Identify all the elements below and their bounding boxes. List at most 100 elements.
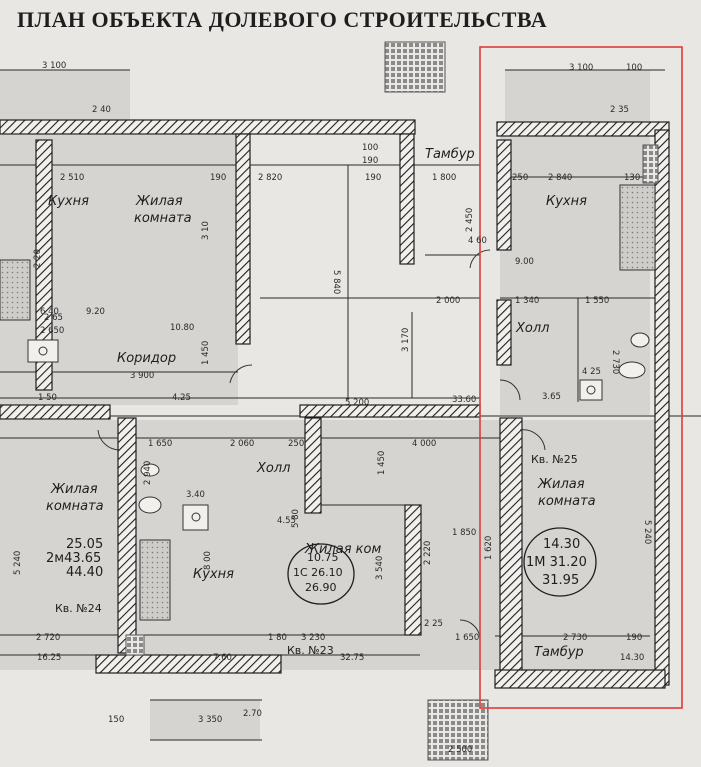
dim-14: 130 bbox=[624, 173, 640, 183]
apt24-area-b: 2м43.65 bbox=[46, 551, 101, 566]
dim-42: 1 620 bbox=[484, 536, 494, 560]
room-living-left-line2: комната bbox=[46, 499, 104, 514]
dim-17: 9.00 bbox=[515, 257, 534, 267]
dim-8: 100 bbox=[362, 143, 378, 153]
dim-65: 1 50 bbox=[38, 393, 57, 403]
fixtures bbox=[0, 184, 656, 621]
door-arcs bbox=[97, 249, 546, 641]
room-labels: Кухня Жилая комната Коридор Тамбур Кухня… bbox=[46, 147, 596, 660]
dim-61: 2 450 bbox=[465, 208, 475, 232]
room-corridor: Коридор bbox=[117, 351, 176, 366]
dim-49: 2 720 bbox=[36, 633, 60, 643]
page-title: ПЛАН ОБЪЕКТА ДОЛЕВОГО СТРОИТЕЛЬСТВА bbox=[17, 7, 547, 33]
dim-68: 9.20 bbox=[86, 307, 105, 317]
apt25-area-b: 1М 31.20 bbox=[526, 555, 587, 570]
thin-lines bbox=[0, 69, 701, 741]
dim-3: 2 510 bbox=[60, 173, 84, 183]
dim-58: 5 240 bbox=[13, 551, 23, 575]
apt23-area-b: 1С 26.10 bbox=[293, 566, 343, 579]
dim-56: 2 500 bbox=[448, 745, 472, 755]
apartment-23: 10.75 1С 26.10 26.90 Кв. №23 bbox=[287, 543, 355, 657]
apt24-label: Кв. №24 bbox=[55, 602, 102, 615]
dim-27: 5 200 bbox=[345, 398, 369, 408]
dim-15: 250 bbox=[512, 173, 528, 183]
room-living-mid: Жилая ком bbox=[304, 542, 381, 557]
dim-13: 2 840 bbox=[548, 173, 572, 183]
dim-2: 2 40 bbox=[92, 105, 111, 115]
dim-18: 1 340 bbox=[515, 296, 539, 306]
dim-6: 190 bbox=[365, 173, 381, 183]
apartment-24: 25.05 2м43.65 44.40 Кв. №24 bbox=[46, 537, 103, 615]
dim-47: 190 bbox=[626, 633, 642, 643]
dim-39: 5 80 bbox=[291, 509, 301, 528]
dim-1: 3 100 bbox=[42, 61, 66, 71]
dim-12: 2 35 bbox=[610, 105, 629, 115]
dim-11: 100 bbox=[626, 63, 642, 73]
apt24-area-c: 44.40 bbox=[66, 565, 103, 580]
dim-43: 3 540 bbox=[375, 556, 385, 580]
dim-69: 1 80 bbox=[268, 633, 287, 643]
walls bbox=[0, 119, 670, 689]
dim-55: 2.70 bbox=[243, 709, 262, 719]
dim-37: 3.40 bbox=[186, 490, 205, 500]
dim-46: 2 730 bbox=[563, 633, 587, 643]
dim-35: 4 000 bbox=[412, 439, 436, 449]
apt25-label: Кв. №25 bbox=[531, 453, 578, 466]
dim-5: 2 820 bbox=[258, 173, 282, 183]
apartment-25: Кв. №25 14.30 1М 31.20 31.95 bbox=[523, 453, 597, 597]
title-text: ПЛАН ОБЪЕКТА ДОЛЕВОГО СТРОИТЕЛЬСТВА bbox=[17, 7, 548, 32]
dim-38: 4.55 bbox=[277, 516, 296, 526]
room-hall-mid: Холл bbox=[256, 461, 290, 476]
dim-50: 16.25 bbox=[37, 653, 61, 663]
dim-30: 1 450 bbox=[201, 341, 211, 365]
apt25-area-c: 31.95 bbox=[542, 573, 579, 588]
apt24-area-a: 25.05 bbox=[66, 537, 103, 552]
dim-60: 8 00 bbox=[203, 551, 213, 570]
dim-22: 3 170 bbox=[401, 328, 411, 352]
dim-10: 3 100 bbox=[569, 63, 593, 73]
dim-36: 1 450 bbox=[377, 451, 387, 475]
room-living-top-left-line2: комната bbox=[134, 211, 192, 226]
dim-48: 3 230 bbox=[301, 633, 325, 643]
dim-57: 150 bbox=[108, 715, 124, 725]
dimension-labels: 3 100 2 40 2 510 2 820 190 190 1 800 100… bbox=[13, 61, 652, 755]
apt25-area-a: 14.30 bbox=[543, 537, 580, 552]
room-kitchen-mid: Кухня bbox=[193, 567, 234, 582]
dim-64: 2 940 bbox=[143, 461, 153, 485]
dim-70: 2 20 bbox=[33, 249, 43, 268]
sanitary bbox=[27, 332, 650, 531]
room-living-left-line1: Жилая bbox=[50, 482, 98, 497]
dim-45: 1 650 bbox=[455, 633, 479, 643]
dim-9: 190 bbox=[362, 156, 378, 166]
dim-44: 2 25 bbox=[424, 619, 443, 629]
dim-19: 1 550 bbox=[585, 296, 609, 306]
apt23-area-c: 26.90 bbox=[305, 581, 337, 594]
dim-7: 1 800 bbox=[432, 173, 456, 183]
room-living-top-left-line1: Жилая bbox=[135, 194, 183, 209]
dim-4: 190 bbox=[210, 173, 226, 183]
dim-59: 5 240 bbox=[642, 520, 652, 544]
dim-25: 3.65 bbox=[542, 392, 561, 402]
dim-20: 2 000 bbox=[436, 296, 460, 306]
dim-29: 4.25 bbox=[172, 393, 191, 403]
dim-33: 2 060 bbox=[230, 439, 254, 449]
room-vestibule-top: Тамбур bbox=[425, 147, 475, 162]
dim-23: 2 730 bbox=[610, 350, 620, 374]
dim-54: 3 350 bbox=[198, 715, 222, 725]
dim-34: 250 bbox=[288, 439, 304, 449]
dim-67: 6 40 bbox=[40, 307, 59, 317]
dim-26: 33.60 bbox=[452, 395, 476, 405]
room-living-right-line1: Жилая bbox=[537, 477, 585, 492]
room-kitchen-right: Кухня bbox=[546, 194, 587, 209]
dim-53: 14.30 bbox=[620, 653, 644, 663]
grilles bbox=[125, 41, 659, 761]
dim-66: 2 65 bbox=[44, 313, 63, 323]
dim-31: 10.80 bbox=[170, 323, 194, 333]
dim-21: 5 840 bbox=[331, 270, 341, 294]
dim-16: 4 60 bbox=[468, 236, 487, 246]
room-vestibule-bottom: Тамбур bbox=[534, 645, 584, 660]
room-kitchen-left: Кухня bbox=[48, 194, 89, 209]
dim-52: 32.75 bbox=[340, 653, 364, 663]
dim-32: 3 10 bbox=[201, 221, 211, 240]
dim-28: 3 900 bbox=[130, 371, 154, 381]
